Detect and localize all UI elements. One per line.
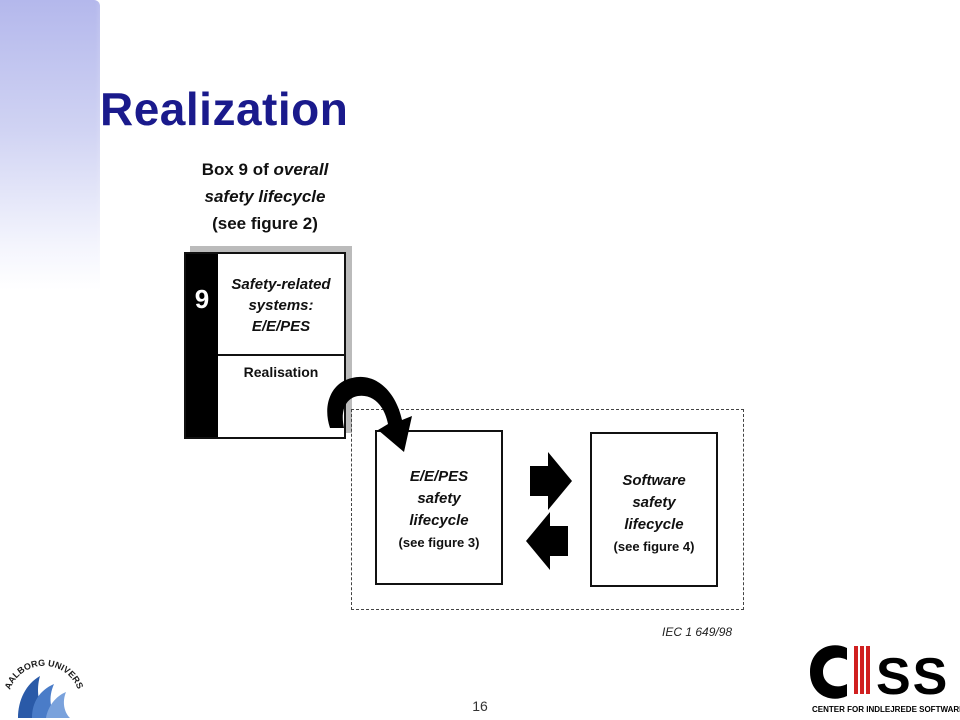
software-line-1: Software (622, 472, 686, 489)
eepes-line-3: lifecycle (409, 512, 469, 529)
caption-line-1: Box 9 of overall (180, 156, 350, 183)
software-line-2: safety (632, 494, 676, 511)
box9-caption: Box 9 of overall safety lifecycle (see f… (180, 156, 350, 237)
arrow-right-icon (530, 452, 572, 510)
curved-arrow-icon (327, 376, 412, 452)
caption-line-1-italic: overall (273, 160, 329, 179)
box9-title-line-2: systems: (248, 297, 314, 314)
box9-realisation-label: Realisation (243, 364, 319, 380)
box9-title: Safety-related systems: E/E/PES (218, 254, 344, 356)
caption-line-2: safety lifecycle (204, 187, 326, 206)
eepes-figure-ref: (see figure 3) (398, 535, 480, 550)
caption-line-3: (see figure 2) (212, 214, 318, 233)
software-line-3: lifecycle (624, 516, 684, 533)
realisation-dashed-frame (351, 409, 744, 610)
box9-title-line-3: E/E/PES (251, 318, 311, 335)
eepes-safety-lifecycle-box: E/E/PES safety lifecycle (see figure 3) (375, 430, 503, 585)
arrow-left-icon (526, 512, 568, 570)
software-figure-ref: (see figure 4) (613, 539, 695, 554)
box9-title-line-1: Safety-related (231, 276, 331, 293)
page-number: 16 (472, 698, 488, 714)
slide-title: Realization (100, 83, 349, 135)
software-safety-lifecycle-box: Software safety lifecycle (see figure 4) (590, 432, 718, 587)
side-gradient-fade (0, 0, 140, 290)
iec-figure-reference: IEC 1 649/98 (662, 625, 733, 639)
caption-line-1-prefix: Box 9 of (201, 160, 274, 179)
eepes-line-1: E/E/PES (409, 468, 469, 485)
box9-safety-related-systems: 9 Safety-related systems: E/E/PES Realis… (184, 252, 346, 439)
eepes-line-2: safety (417, 490, 461, 507)
box9-number: 9 (186, 254, 218, 437)
